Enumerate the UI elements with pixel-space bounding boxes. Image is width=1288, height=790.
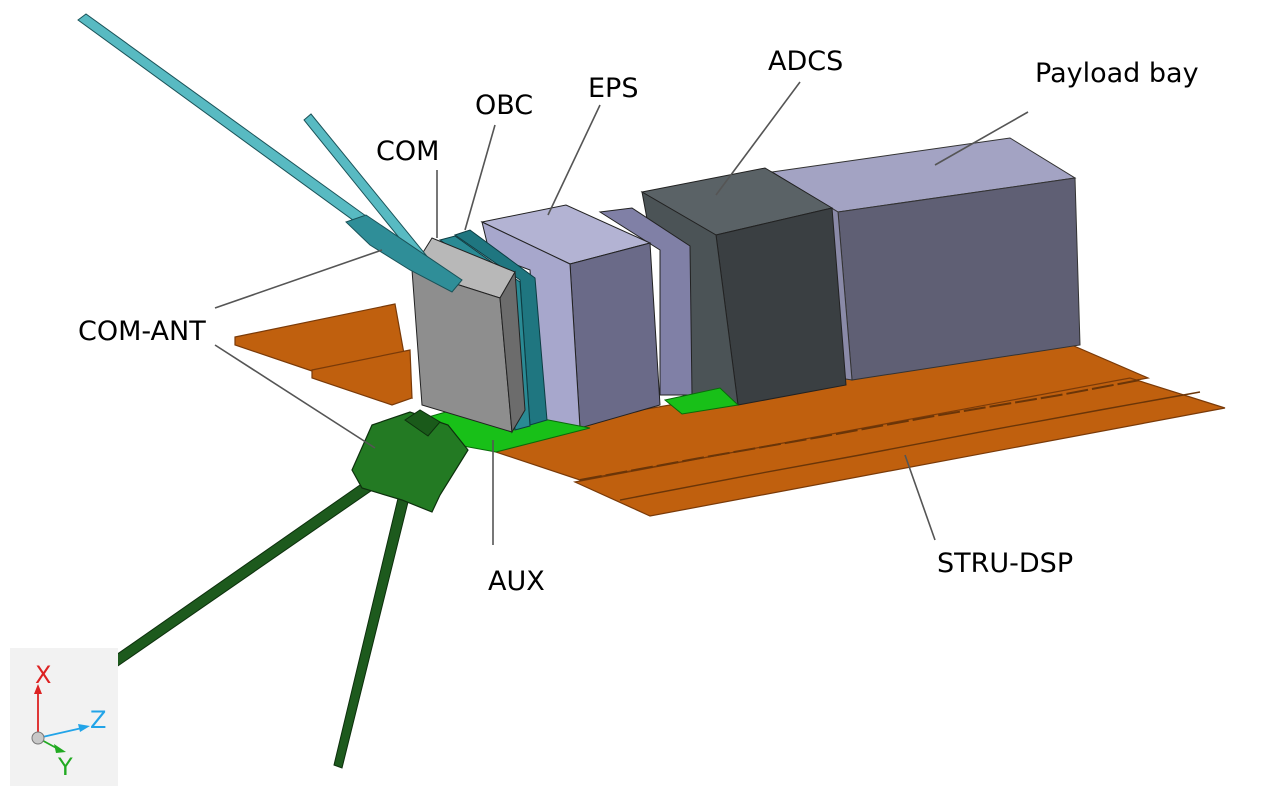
label-stru-dsp: STRU-DSP	[937, 548, 1073, 579]
adcs-module	[640, 167, 847, 406]
leader-com-ant-2	[214, 344, 376, 449]
obc-board-1	[453, 229, 548, 426]
antenna-mount-top	[345, 214, 463, 293]
antenna-rod-long	[77, 13, 403, 251]
axis-z-label: Z	[90, 706, 106, 734]
panel-seam-line	[619, 391, 1201, 501]
axis-y-label: Y	[57, 753, 73, 781]
com-antenna-top	[77, 13, 463, 293]
label-eps: EPS	[588, 73, 638, 104]
solar-panel-left-lower	[311, 349, 413, 406]
antenna-rod-bottom-2	[333, 489, 411, 769]
eps-front-face	[569, 242, 661, 429]
label-obc: OBC	[475, 90, 533, 121]
axis-z-line	[37, 727, 83, 739]
payload-front-face	[837, 177, 1081, 381]
axis-x-arrow	[34, 684, 42, 694]
leader-eps	[547, 104, 601, 216]
label-aux: AUX	[488, 566, 545, 597]
label-com: COM	[376, 136, 439, 167]
adcs-front-face	[715, 207, 847, 406]
panel-hinge-line	[579, 379, 1141, 481]
axis-triad: X Z Y	[10, 648, 118, 786]
label-com-ant: COM-ANT	[78, 316, 206, 347]
leader-obc	[464, 124, 496, 231]
leader-adcs	[715, 81, 801, 196]
axis-z-arrow	[78, 724, 90, 732]
component-labels: Payload bay ADCS EPS OBC COM COM-ANT AUX…	[78, 46, 1199, 597]
com-module	[411, 237, 526, 434]
label-payload-bay: Payload bay	[1035, 58, 1199, 89]
triad-background	[10, 648, 118, 786]
eps-module	[480, 204, 693, 429]
antenna-mount-bottom	[351, 411, 469, 513]
leader-lines	[214, 81, 1029, 545]
axis-origin-sphere	[31, 731, 45, 745]
axis-x-label: X	[35, 661, 51, 689]
label-adcs: ADCS	[768, 46, 843, 77]
antenna-rod-bottom-1	[105, 477, 379, 671]
com-antenna-bottom	[105, 409, 469, 769]
leader-payload	[934, 111, 1029, 166]
antenna-mount-bottom-tab	[404, 409, 441, 437]
leader-stru-dsp	[904, 454, 936, 541]
axis-y-arrow	[54, 744, 66, 753]
com-side-face	[499, 270, 526, 434]
aux-board-right	[663, 387, 740, 415]
leader-com-ant-1	[214, 249, 383, 309]
